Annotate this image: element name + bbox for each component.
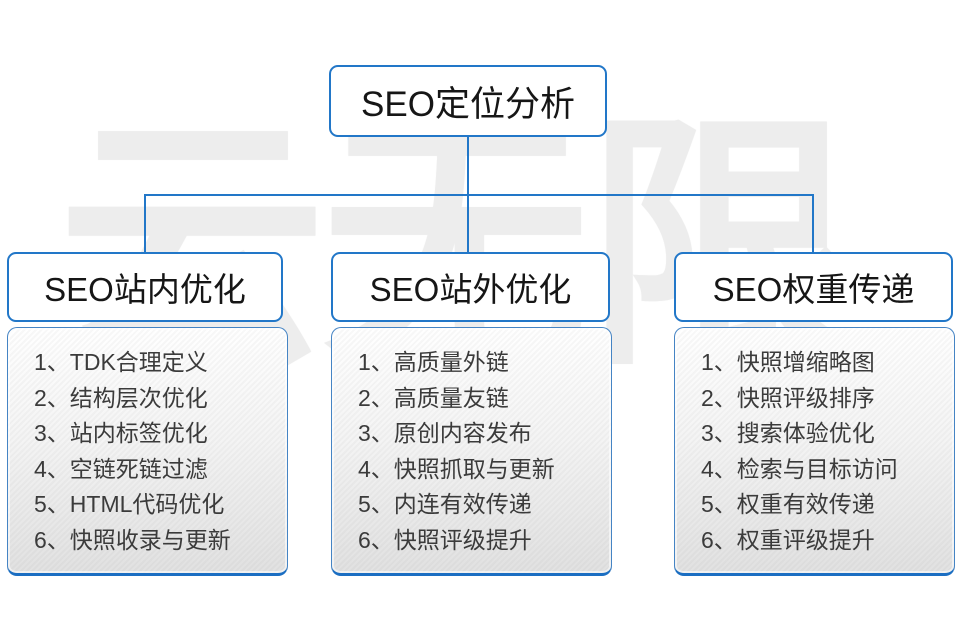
list-item: 6、权重评级提升: [701, 526, 875, 553]
connector-middle-vertical: [467, 194, 469, 254]
list-item: 3、站内标签优化: [34, 420, 208, 446]
list-item: 2、高质量友链: [358, 384, 509, 411]
connector-right-vertical: [812, 194, 814, 254]
column-onsite-title-label: SEO站内优化: [44, 271, 246, 308]
connector-root-vertical: [467, 136, 469, 196]
list-item: 1、TDK合理定义: [34, 349, 208, 375]
list-item: 5、内连有效传递: [358, 491, 532, 517]
list-item: 6、快照评级提升: [358, 526, 532, 553]
column-offsite-title-label: SEO站外优化: [369, 271, 572, 308]
list-item: 2、快照评级排序: [701, 384, 875, 411]
column-offsite-title: SEO站外优化: [331, 252, 610, 322]
column-onsite-title: SEO站内优化: [7, 252, 283, 322]
list-item: 3、搜索体验优化: [701, 420, 875, 446]
column-weight-title-label: SEO权重传递: [712, 271, 915, 308]
connector-horizontal: [144, 194, 814, 196]
list-item: 3、原创内容发布: [358, 420, 532, 446]
list-item: 5、HTML代码优化: [34, 491, 225, 517]
column-onsite-list: 1、TDK合理定义 2、结构层次优化 3、站内标签优化 4、空链死链过滤 5、H…: [7, 327, 288, 576]
list-item: 2、结构层次优化: [34, 384, 208, 411]
connector-left-vertical: [144, 194, 146, 254]
list-item: 4、检索与目标访问: [701, 455, 898, 482]
list-item: 6、快照收录与更新: [34, 526, 231, 553]
column-weight-list: 1、快照增缩略图 2、快照评级排序 3、搜索体验优化 4、检索与目标访问 5、权…: [674, 327, 955, 576]
root-node-label: SEO定位分析: [361, 84, 575, 124]
list-item: 1、快照增缩略图: [701, 349, 875, 375]
list-item: 5、权重有效传递: [701, 491, 875, 517]
column-weight-title: SEO权重传递: [674, 252, 953, 322]
list-item: 4、空链死链过滤: [34, 455, 208, 482]
list-item: 4、快照抓取与更新: [358, 455, 555, 482]
list-item: 1、高质量外链: [358, 349, 509, 375]
column-offsite-list: 1、高质量外链 2、高质量友链 3、原创内容发布 4、快照抓取与更新 5、内连有…: [331, 327, 612, 576]
root-node: SEO定位分析: [329, 65, 607, 137]
